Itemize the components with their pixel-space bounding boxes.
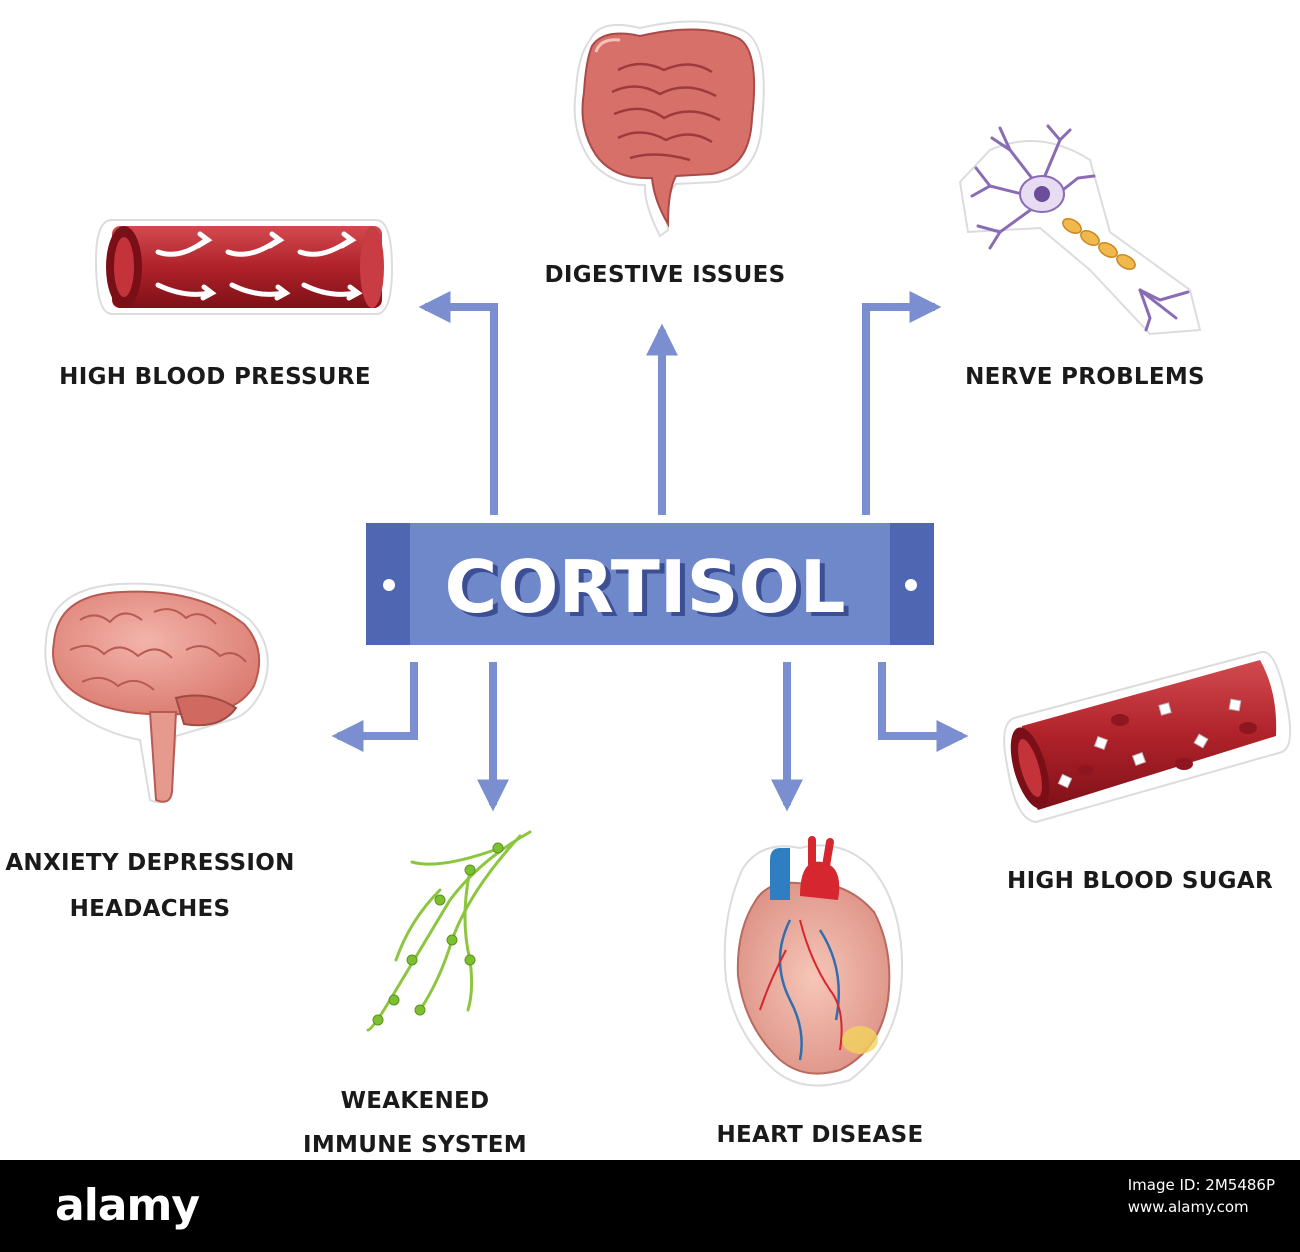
banner-title-shadow: CORTISOL <box>449 549 850 633</box>
blood-sugar-vessel-icon <box>1003 651 1292 824</box>
watermark-footer: alamy Image ID: 2M5486P www.alamy.com <box>0 1160 1300 1252</box>
brain-icon <box>44 582 269 804</box>
banner-title: CORTISOL <box>444 545 845 629</box>
label-high-blood-pressure: HIGH BLOOD PRESSURE <box>59 364 371 390</box>
label-heart-disease: HEART DISEASE <box>716 1122 924 1148</box>
label-immune-system: IMMUNE SYSTEM <box>303 1132 527 1158</box>
alamy-logo: alamy <box>55 1180 200 1231</box>
neuron-icon <box>958 124 1202 336</box>
cortisol-banner: CORTISOL CORTISOL <box>366 523 934 645</box>
footer-info: Image ID: 2M5486P www.alamy.com <box>1128 1174 1275 1218</box>
arrows <box>331 291 969 812</box>
image-id: Image ID: 2M5486P <box>1127 1176 1275 1194</box>
footer-url: www.alamy.com <box>1127 1198 1249 1216</box>
label-nerve-problems: NERVE PROBLEMS <box>965 364 1205 390</box>
heart-icon <box>723 836 904 1087</box>
label-high-blood-sugar: HIGH BLOOD SUGAR <box>1007 868 1273 894</box>
arrow-blood-sugar <box>878 662 969 752</box>
diagram-canvas: CORTISOL CORTISOL <box>5 20 1292 1158</box>
label-headaches: HEADACHES <box>69 896 231 922</box>
intestines-icon <box>573 20 765 238</box>
arrow-nerve-problems <box>862 291 942 515</box>
label-digestive-issues: DIGESTIVE ISSUES <box>544 262 786 288</box>
label-weakened: WEAKENED <box>340 1088 490 1114</box>
arrow-anxiety <box>331 662 418 752</box>
lymph-vessels-icon <box>366 830 532 1032</box>
label-anxiety-depression: ANXIETY DEPRESSION <box>5 850 295 876</box>
arrow-high-blood-pressure <box>418 291 498 515</box>
blood-vessel-icon <box>94 219 394 315</box>
